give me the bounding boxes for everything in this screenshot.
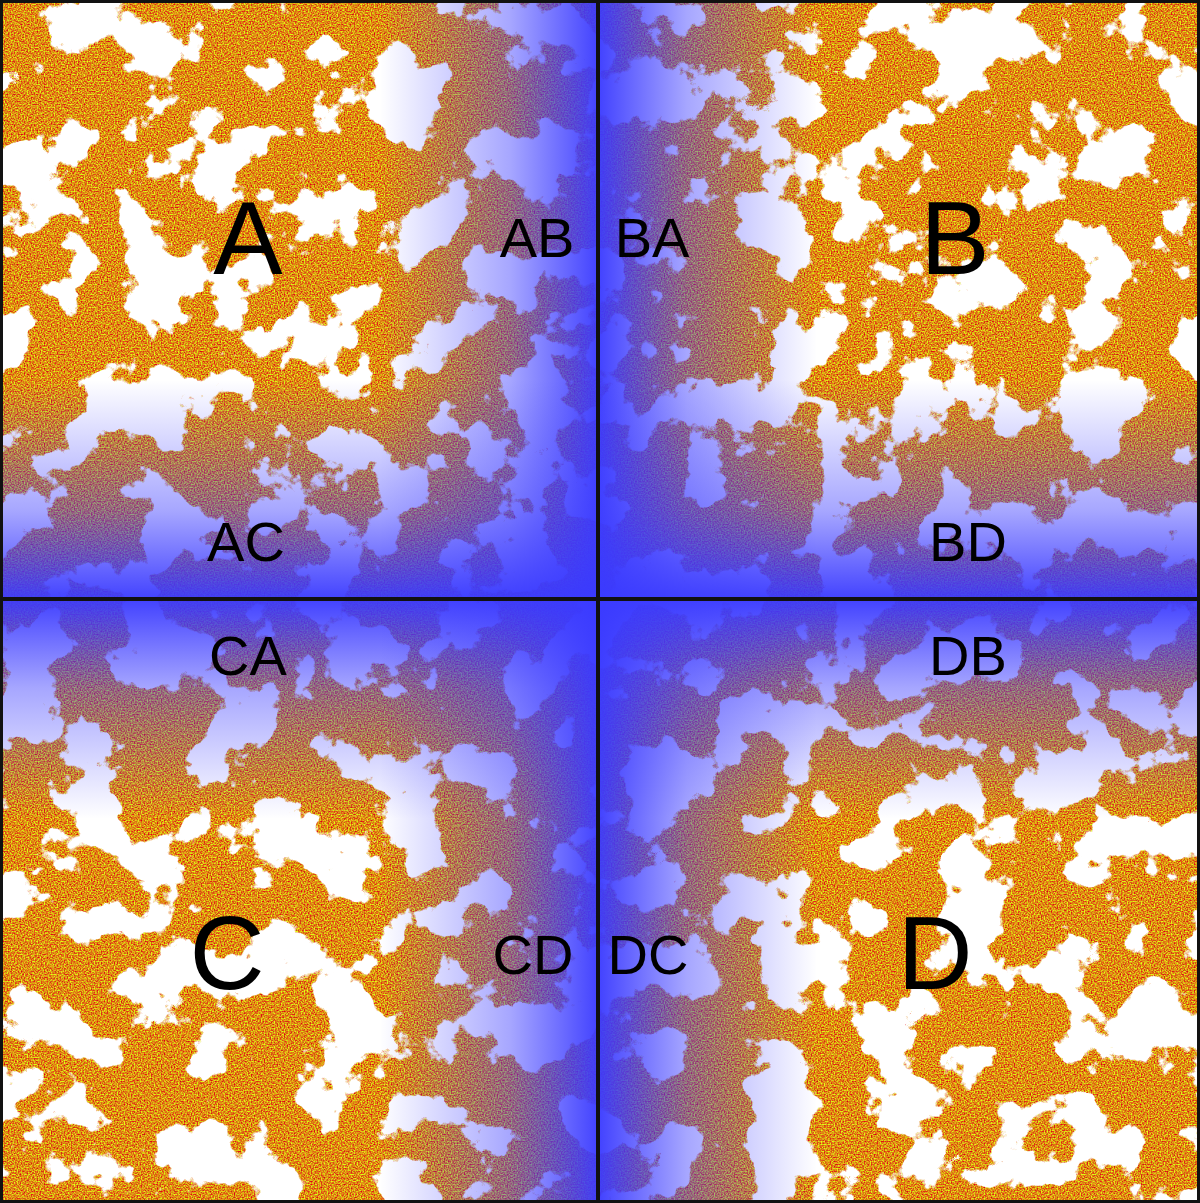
region-letter: A	[213, 186, 282, 290]
region-letter: D	[897, 901, 972, 1005]
quadrant-panel: DB DC D	[600, 601, 1200, 1203]
region-letter: B	[920, 186, 989, 290]
region-letter: C	[189, 901, 264, 1005]
quadrant-panel: A AB AC	[0, 0, 597, 598]
boundary-shade	[600, 380, 1200, 598]
quadrant-panel: CA C CD	[0, 601, 597, 1203]
divider-line	[0, 597, 1200, 601]
boundary-shade	[380, 601, 597, 1203]
boundary-label: DC	[608, 927, 689, 983]
boundary-shade	[600, 601, 817, 1203]
boundary-label: BD	[929, 514, 1007, 570]
divider-line	[596, 0, 600, 1203]
boundary-shade	[0, 380, 597, 598]
quadrant-panel: BA B BD	[600, 0, 1200, 598]
boundary-label: DB	[929, 628, 1007, 684]
boundary-label: BA	[615, 210, 690, 266]
boundary-label: CD	[493, 927, 574, 983]
boundary-label: AC	[207, 514, 285, 570]
boundary-label: AB	[500, 210, 575, 266]
boundary-label: CA	[209, 628, 287, 684]
